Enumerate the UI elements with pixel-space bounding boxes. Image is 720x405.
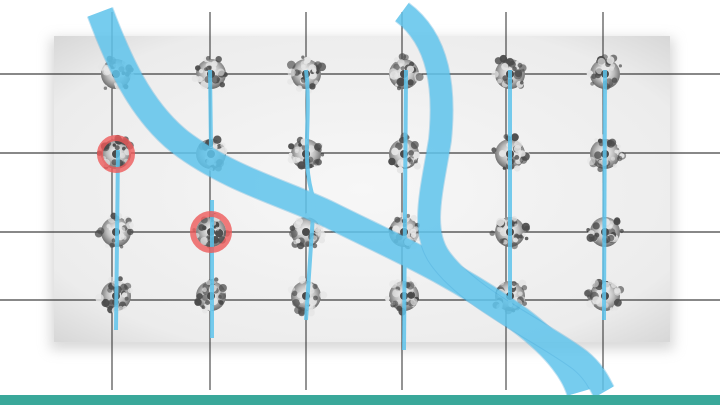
channel-vertical-thread-3	[304, 69, 317, 321]
highlight-ring	[97, 135, 135, 173]
channel-layer	[86, 2, 615, 398]
cluster-node	[287, 275, 328, 317]
highlight-layer	[97, 135, 232, 253]
channel-vertical-thread-4	[402, 69, 408, 351]
channel-vertical-thread-6	[602, 69, 607, 321]
channel-vertical-thread-1	[114, 149, 120, 331]
footer-bar	[0, 395, 720, 405]
cluster-node	[191, 56, 228, 90]
highlight-ring	[190, 211, 232, 253]
sample-panel	[54, 36, 670, 342]
cluster-node	[389, 53, 424, 91]
channel-right-band	[395, 3, 614, 398]
channel-vertical-thread-2	[208, 69, 214, 338]
